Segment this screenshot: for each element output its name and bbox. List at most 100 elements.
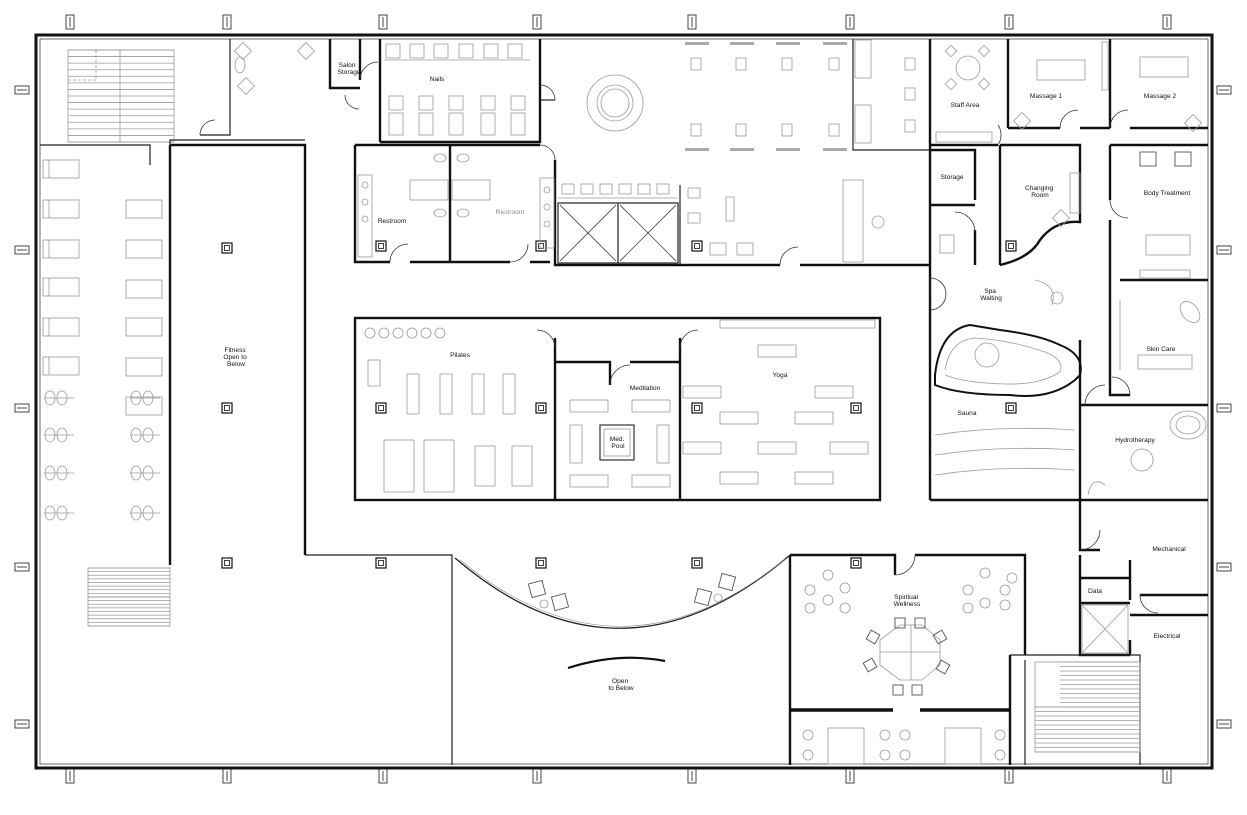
treadmill: [125, 239, 163, 259]
yoga-mat: [682, 441, 722, 455]
structural-column: [1005, 240, 1017, 252]
nail-chair: [480, 95, 496, 111]
seat: [781, 123, 793, 137]
cushion: [879, 749, 891, 761]
yoga-mat: [794, 411, 834, 425]
room-label-storage: Storage: [940, 174, 963, 181]
room-label-electrical: Electrical: [1154, 633, 1181, 640]
grid-marker: [532, 14, 542, 30]
structural-column: [221, 557, 233, 569]
yoga-mat: [719, 471, 759, 485]
exercise-ball: [434, 327, 446, 339]
exterior-walls: [34, 33, 1214, 770]
stool: [687, 212, 701, 224]
cushion: [804, 602, 816, 614]
nail-footrest: [448, 112, 464, 136]
room-label-sauna: Sauna: [957, 410, 976, 417]
structural-column: [850, 557, 862, 569]
room-label-changing-room: Changing Room: [1025, 185, 1055, 199]
bench: [730, 148, 754, 151]
structural-column: [375, 240, 387, 252]
cushion: [899, 749, 911, 761]
cushion: [839, 602, 851, 614]
cushion: [962, 584, 974, 596]
cushion: [999, 584, 1011, 596]
seat: [735, 123, 747, 137]
bench: [685, 42, 709, 45]
exercise-ball: [364, 327, 376, 339]
treadmill: [125, 279, 163, 299]
nail-footrest: [388, 112, 404, 136]
stool: [618, 183, 632, 195]
room-labels: Salon Storage Nails Restroom Restroom St…: [223, 62, 1190, 692]
grid-marker: [1216, 719, 1232, 729]
stair-top-left: [67, 49, 175, 143]
room-label-data: Data: [1088, 588, 1102, 595]
exercise-ball: [392, 327, 404, 339]
seat: [690, 123, 702, 137]
grid-marker: [1216, 403, 1232, 413]
room-label-body-treatment: Body Treatment: [1144, 190, 1191, 197]
structural-column: [691, 240, 703, 252]
stool: [580, 183, 594, 195]
structural-column: [375, 557, 387, 569]
nail-station: [483, 43, 499, 59]
cushion: [994, 729, 1006, 741]
structural-column: [535, 240, 547, 252]
nail-footrest: [480, 112, 496, 136]
treadmill: [42, 317, 80, 337]
room-label-pilates: Pilates: [450, 352, 470, 359]
nail-chair: [510, 95, 526, 111]
yoga-mat: [682, 385, 722, 399]
furnishings: [233, 39, 1207, 765]
bench: [730, 42, 754, 45]
room-label-nails: Nails: [430, 76, 445, 83]
bench: [685, 148, 709, 151]
grid-marker: [1216, 562, 1232, 572]
seat: [735, 57, 747, 71]
room-label-med-pool: Med. Pool: [610, 436, 627, 450]
structural-column: [850, 402, 862, 414]
structural-column: [691, 402, 703, 414]
seat: [904, 87, 916, 101]
grid-marker: [14, 245, 30, 255]
nail-footrest: [510, 112, 526, 136]
cushion: [822, 594, 834, 606]
room-label-salon-storage: Salon Storage: [337, 62, 360, 76]
cushion: [962, 602, 974, 614]
grid-marker: [1162, 14, 1172, 30]
grid-marker: [1216, 245, 1232, 255]
cushion: [899, 729, 911, 741]
nail-footrest: [418, 112, 434, 136]
treadmill: [42, 277, 80, 297]
room-label-staff-area: Staff Area: [951, 102, 980, 109]
nail-chair: [388, 95, 404, 111]
cushion: [804, 584, 816, 596]
room-label-restroom-2: Restroom: [496, 209, 525, 216]
treadmill: [42, 239, 80, 259]
yoga-mat: [719, 411, 759, 425]
seat: [904, 57, 916, 71]
treadmill: [125, 357, 163, 377]
yoga-mat: [757, 441, 797, 455]
cushion: [822, 569, 834, 581]
grid-marker: [687, 14, 697, 30]
cushion: [802, 729, 814, 741]
treadmill: [42, 199, 80, 219]
nail-chair: [448, 95, 464, 111]
stool: [656, 183, 670, 195]
structural-column: [221, 402, 233, 414]
yoga-mat: [794, 471, 834, 485]
cushion: [979, 597, 991, 609]
grid-marker: [1216, 85, 1232, 95]
structural-column: [375, 402, 387, 414]
seat: [690, 57, 702, 71]
structural-column: [1005, 402, 1017, 414]
nail-station: [433, 43, 449, 59]
room-label-mechanical: Mechanical: [1152, 546, 1186, 553]
grid-marker: [14, 719, 30, 729]
exercise-ball: [420, 327, 432, 339]
grid-marker: [222, 14, 232, 30]
stool: [709, 242, 727, 256]
